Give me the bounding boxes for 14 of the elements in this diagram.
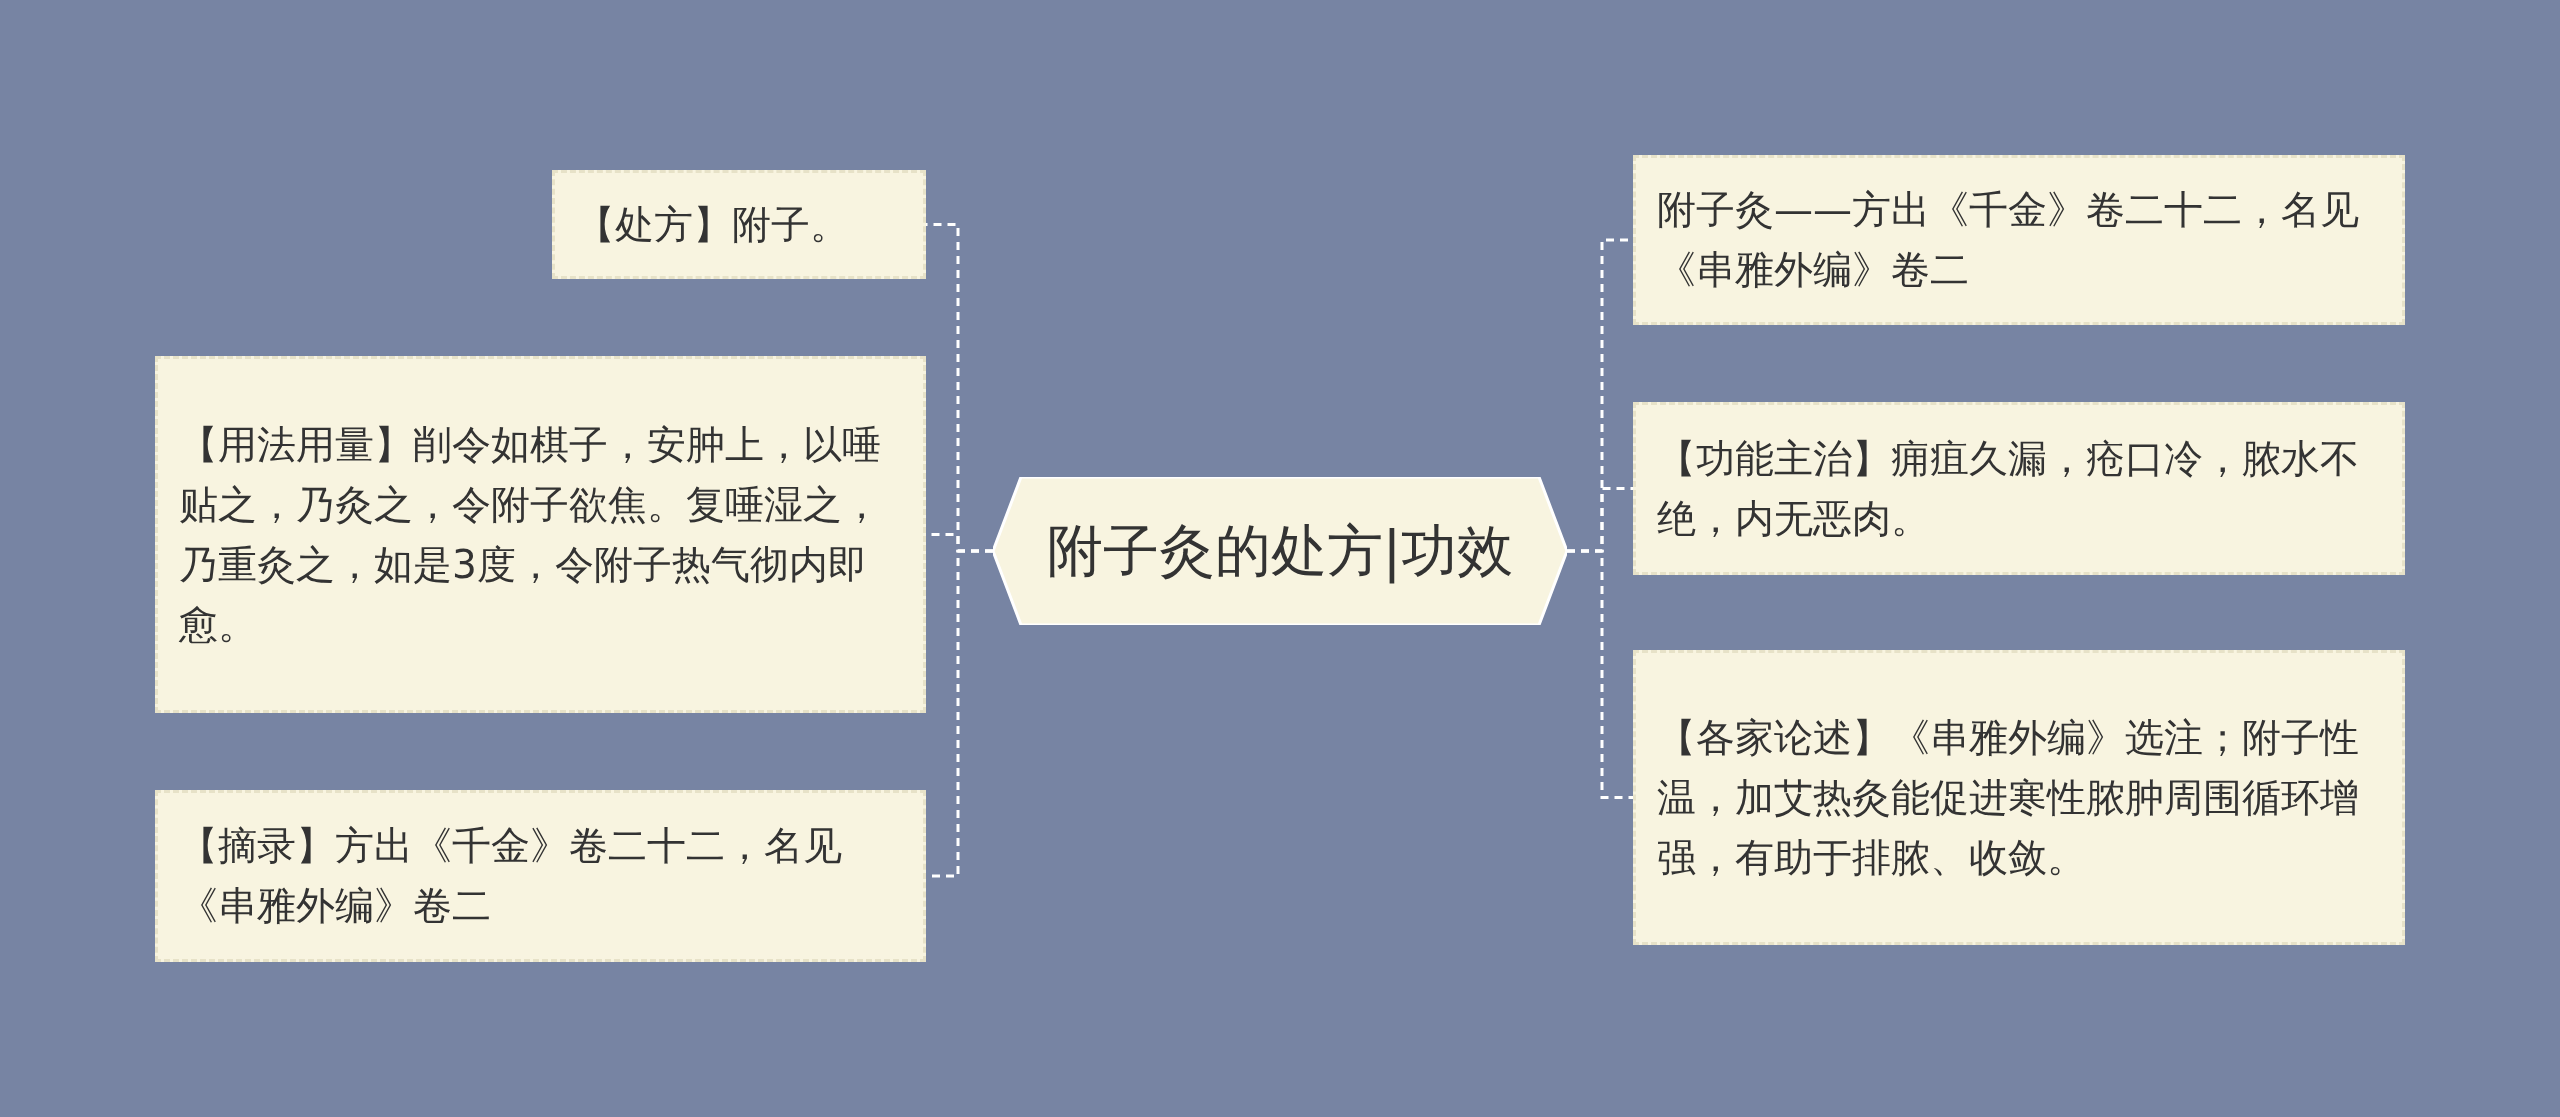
subtopic-box (1633, 402, 2405, 575)
node-text: 附子灸——方出《千金》卷二十二，名见《串雅外编》卷二 (1657, 186, 2360, 294)
subtopic-box (1633, 155, 2405, 325)
node-text: 【各家论述】《串雅外编》选注；附子性温，加艾热灸能促进寒性脓肿周围循环增强，有助于排脓、收敛。 (1657, 713, 2360, 882)
subtopic-box (552, 170, 926, 279)
node-text: 【摘录】方出《千金》卷二十二，名见《串雅外编》卷二 (179, 822, 843, 930)
node-text: 【用法用量】削令如棋子，安肿上，以唾贴之，乃灸之，令附子欲焦。复唾湿之，乃重灸之，如是3度，令附子热气彻内即愈。 (179, 420, 882, 649)
node-text: 【处方】附子。 (576, 200, 849, 249)
connector-line (1567, 549, 1633, 799)
topic-hexagon (993, 477, 1567, 625)
subtopic-box (1633, 650, 2405, 945)
node-text: 【功能主治】痈疽久漏，疮口冷，脓水不绝，内无恶肉。 (1657, 434, 2360, 543)
subtopic-box (155, 356, 926, 713)
subtopic-box (155, 790, 926, 962)
